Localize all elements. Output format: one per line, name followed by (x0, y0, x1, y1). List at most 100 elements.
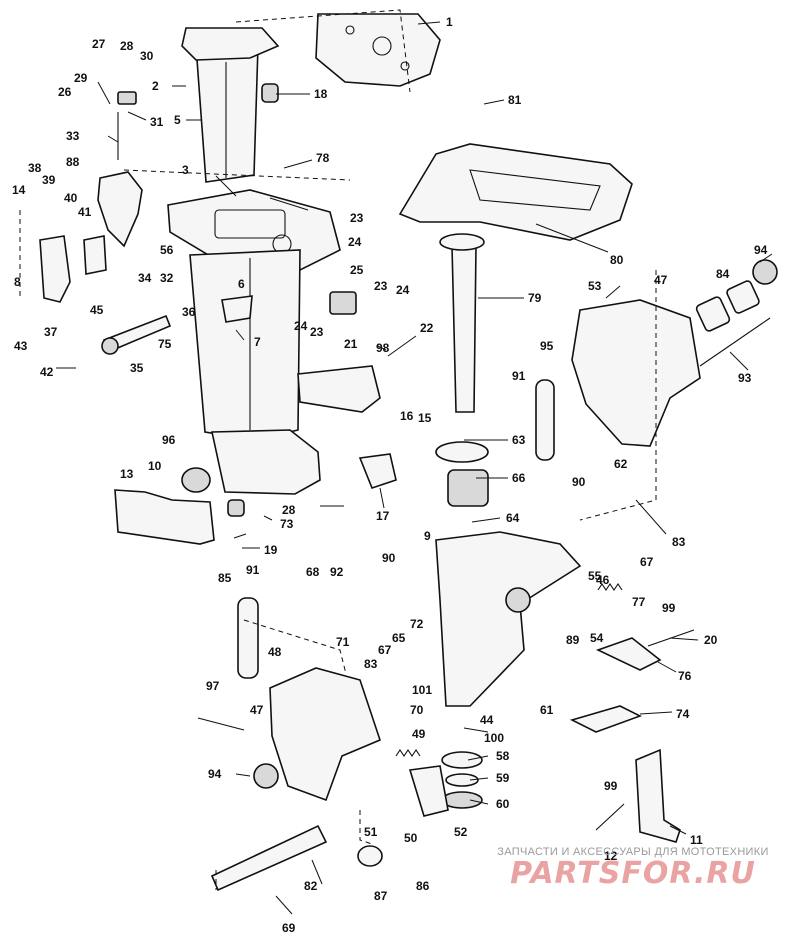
callout-3: 3 (182, 163, 189, 177)
callout-83a: 83 (672, 535, 686, 549)
callout-80: 80 (610, 253, 624, 267)
callout-61: 61 (540, 703, 554, 717)
callout-69: 69 (282, 921, 296, 935)
cover-21 (297, 365, 381, 413)
callout-37: 37 (44, 325, 58, 339)
callout-100: 100 (484, 731, 504, 745)
callout-90b: 90 (382, 551, 396, 565)
callout-75: 75 (158, 337, 172, 351)
callout-70: 70 (410, 703, 424, 717)
callout-30: 30 (140, 49, 154, 63)
steering-handle-80 (398, 143, 633, 241)
exhaust-housing (189, 249, 301, 441)
callout-14: 14 (12, 183, 26, 197)
callout-60: 60 (496, 797, 510, 811)
gasket-1 (315, 13, 441, 87)
callout-40: 40 (64, 191, 78, 205)
callout-72: 72 (410, 617, 424, 631)
callout-1: 1 (446, 15, 453, 29)
callout-67a: 67 (640, 555, 654, 569)
callout-15: 15 (418, 411, 432, 425)
callout-98: 98 (376, 341, 390, 355)
callout-93: 93 (738, 371, 752, 385)
callout-91a: 91 (512, 369, 526, 383)
callout-10: 10 (148, 459, 162, 473)
callout-24b: 24 (396, 283, 410, 297)
callout-47a: 47 (654, 273, 668, 287)
callout-28a: 28 (120, 39, 134, 53)
callout-42: 42 (40, 365, 54, 379)
cavitation-plate-96 (211, 429, 321, 495)
callout-43: 43 (14, 339, 28, 353)
callout-22: 22 (420, 321, 434, 335)
callout-56: 56 (160, 243, 174, 257)
callout-45: 45 (90, 303, 104, 317)
callout-92: 92 (330, 565, 344, 579)
callout-89: 89 (566, 633, 580, 647)
callout-91b: 91 (246, 563, 260, 577)
callout-5: 5 (174, 113, 181, 127)
callout-53: 53 (588, 279, 602, 293)
callout-9: 9 (424, 529, 431, 543)
callout-48: 48 (268, 645, 282, 659)
callout-66: 66 (512, 471, 526, 485)
callout-54: 54 (590, 631, 604, 645)
callout-55: 55 (588, 569, 602, 583)
callout-47b: 47 (250, 703, 264, 717)
callout-24a: 24 (348, 235, 362, 249)
callout-19: 19 (264, 543, 278, 557)
callout-labels: 1 2 3 5 6 7 8 9 10 11 12 13 14 15 16 17 … (12, 15, 768, 935)
callout-99a: 99 (662, 601, 676, 615)
callout-11: 11 (690, 833, 703, 847)
callout-23c: 23 (310, 325, 324, 339)
callout-76: 76 (678, 669, 692, 683)
callout-85: 85 (218, 571, 232, 585)
callout-49: 49 (412, 727, 426, 741)
bracket-11 (635, 748, 681, 843)
callout-6: 6 (238, 277, 245, 291)
watermark: ЗАПЧАСТИ И АКСЕССУАРЫ ДЛЯ МОТОТЕХНИКИ PA… (478, 846, 788, 890)
callout-23a: 23 (350, 211, 364, 225)
callout-13: 13 (120, 467, 134, 481)
callout-23b: 23 (374, 279, 388, 293)
callout-64: 64 (506, 511, 520, 525)
watermark-logo: PARTSFOR.RU (510, 856, 756, 891)
callout-36: 36 (182, 305, 196, 319)
callout-33: 33 (66, 129, 80, 143)
callout-90a: 90 (572, 475, 586, 489)
callout-44: 44 (480, 713, 494, 727)
callout-34: 34 (138, 271, 152, 285)
callout-77: 77 (632, 595, 646, 609)
callout-35: 35 (130, 361, 144, 375)
steering-tube-79 (451, 245, 477, 413)
callout-68: 68 (306, 565, 320, 579)
callout-73: 73 (280, 517, 294, 531)
callout-8: 8 (14, 275, 21, 289)
bracket-37 (39, 235, 71, 303)
callout-24c: 24 (294, 319, 308, 333)
callout-87: 87 (374, 889, 388, 903)
callout-39: 39 (42, 173, 56, 187)
callout-82: 82 (304, 879, 318, 893)
callout-46: 46 (596, 573, 610, 587)
callout-86: 86 (416, 879, 430, 893)
callout-28b: 28 (282, 503, 296, 517)
clamp-bracket-53 (571, 299, 701, 447)
callout-21: 21 (344, 337, 358, 351)
callout-38: 38 (28, 161, 42, 175)
callout-65: 65 (392, 631, 406, 645)
callout-52: 52 (454, 825, 468, 839)
bar-82 (210, 824, 328, 892)
callout-79: 79 (528, 291, 542, 305)
callout-58: 58 (496, 749, 510, 763)
callout-25: 25 (350, 263, 364, 277)
callout-84: 84 (716, 267, 730, 281)
callout-32: 32 (160, 271, 174, 285)
assembly-guides (19, 9, 657, 890)
callout-62: 62 (614, 457, 628, 471)
callout-94a: 94 (754, 243, 768, 257)
clamp-bracket-48 (269, 667, 381, 802)
callout-67b: 67 (378, 643, 392, 657)
callout-83b: 83 (364, 657, 378, 671)
